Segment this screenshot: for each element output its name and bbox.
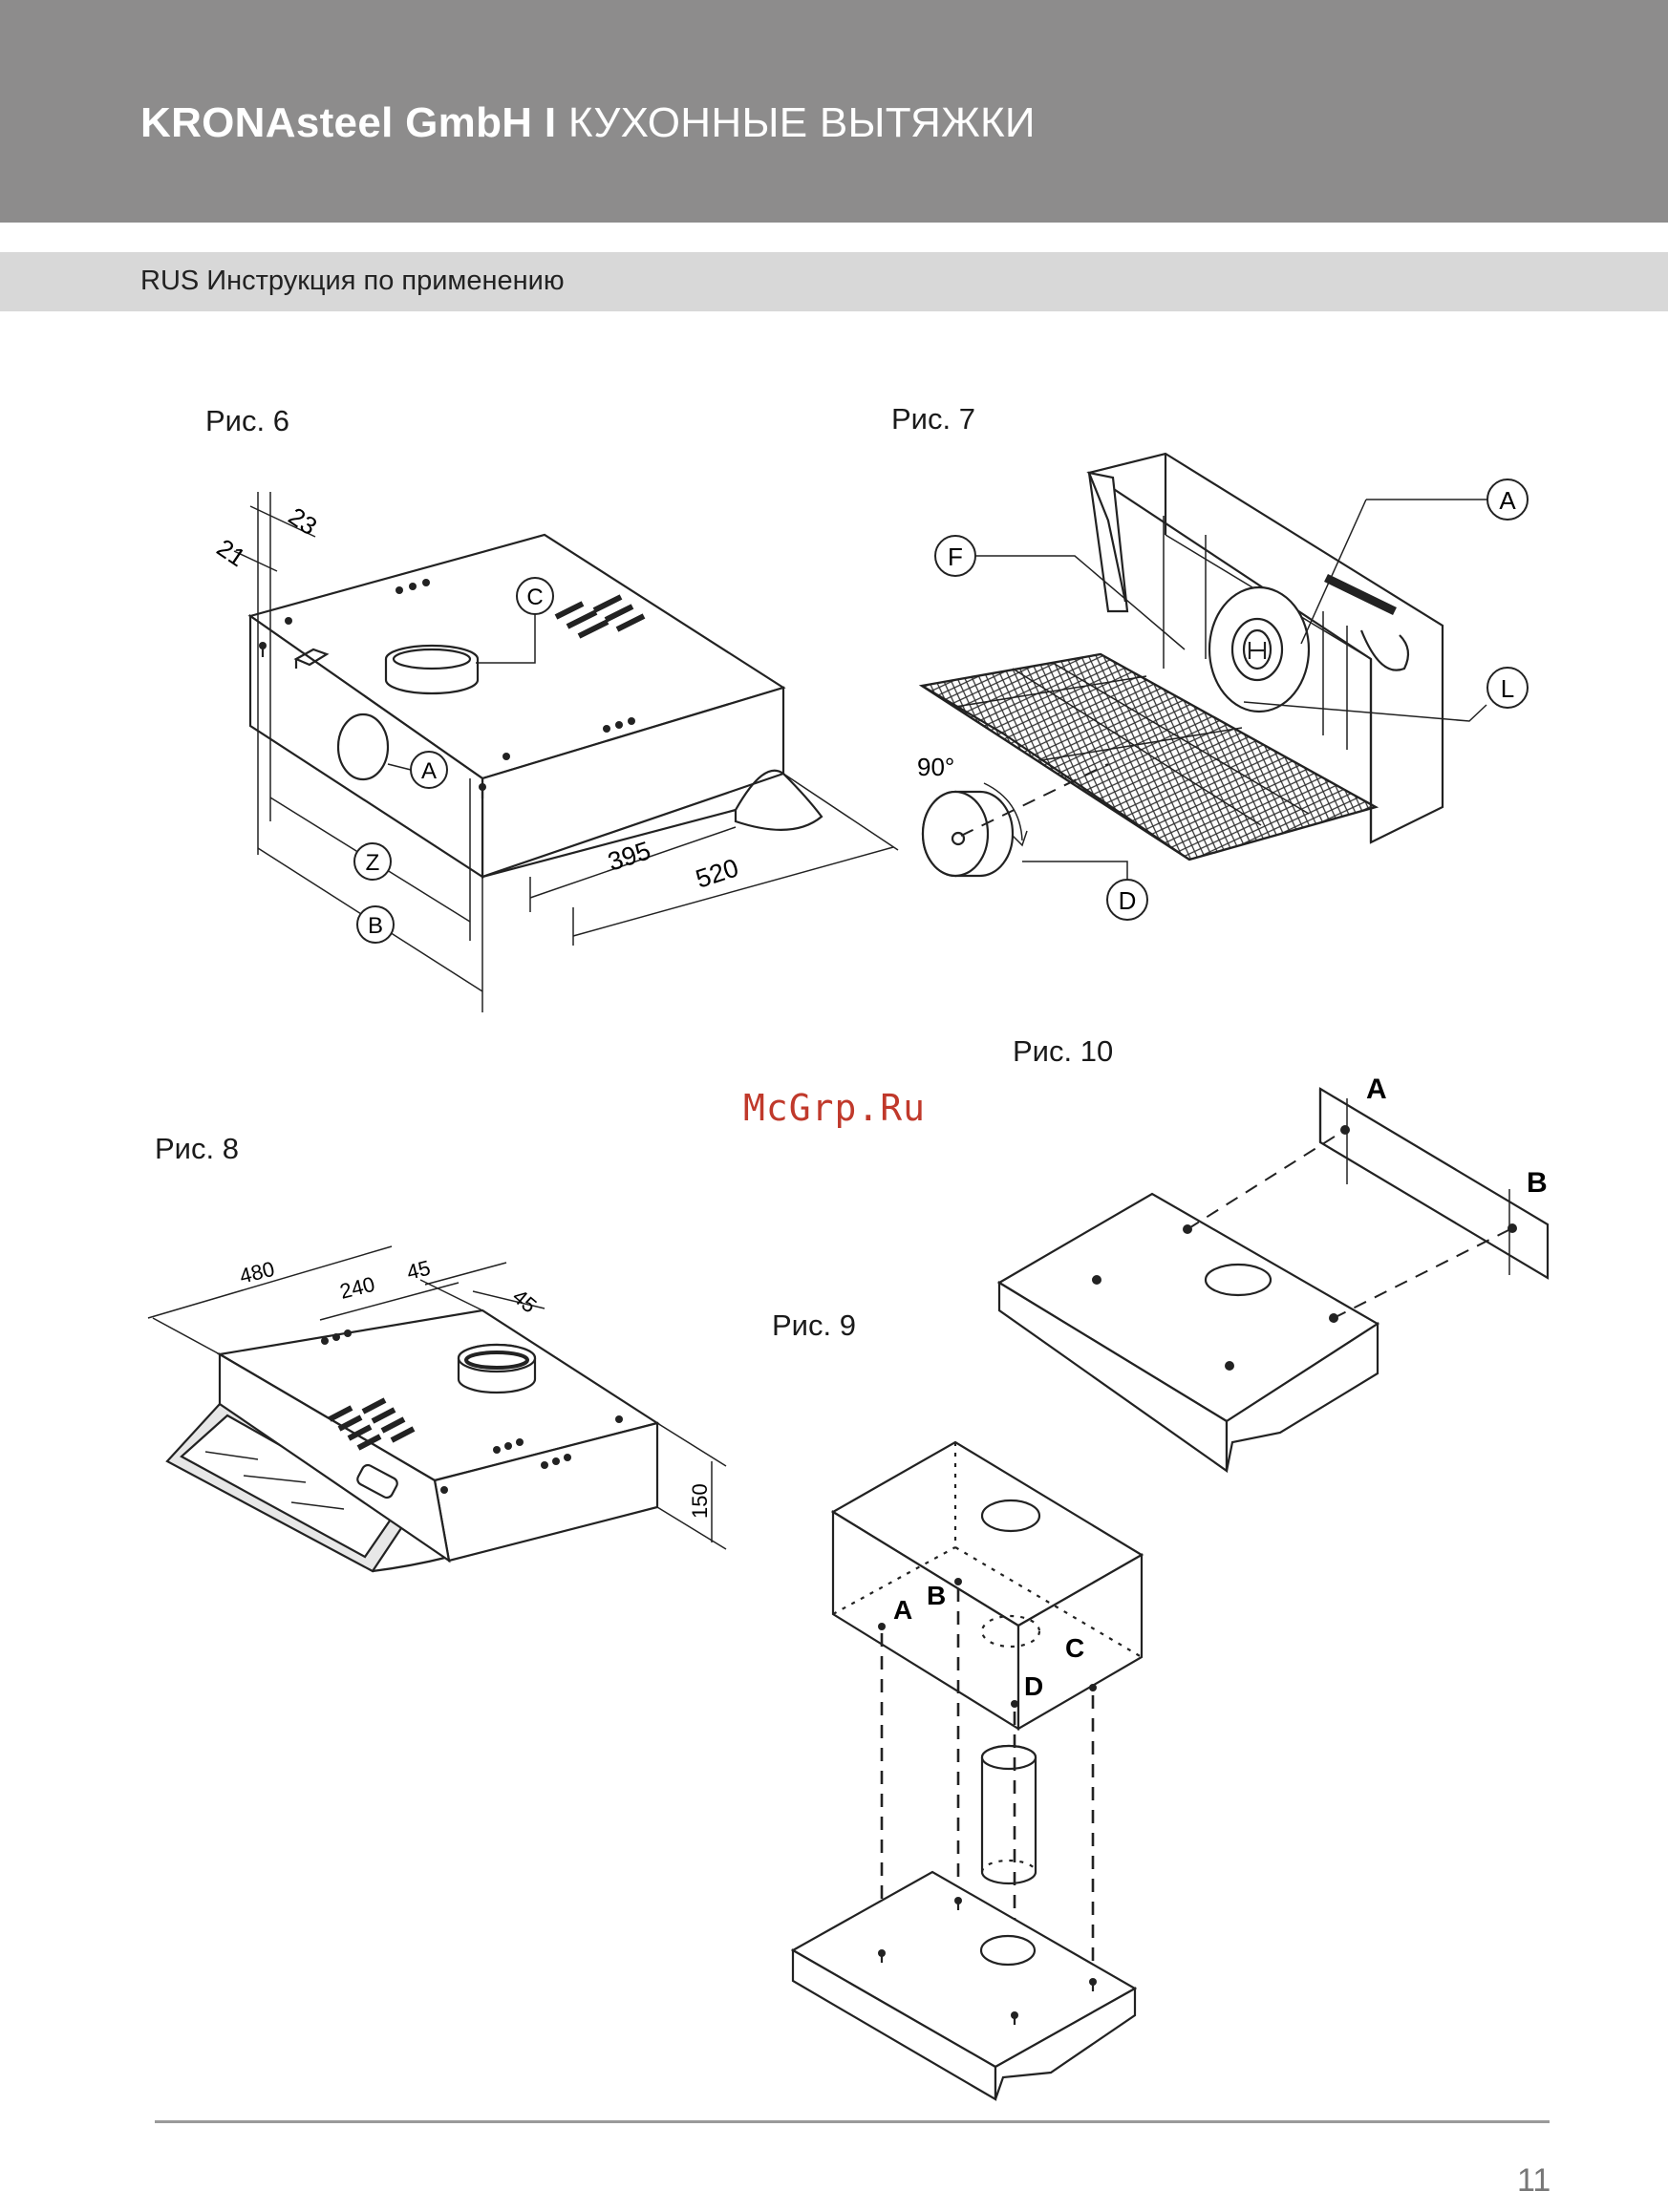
fig9-label-c: C — [1065, 1633, 1084, 1663]
fig9-label-b: B — [927, 1581, 946, 1610]
page-number: 11 — [1517, 2162, 1550, 2200]
footer-divider — [155, 2120, 1550, 2123]
fig9-label-d: D — [1024, 1671, 1043, 1701]
fig9-label-a: A — [893, 1595, 912, 1625]
